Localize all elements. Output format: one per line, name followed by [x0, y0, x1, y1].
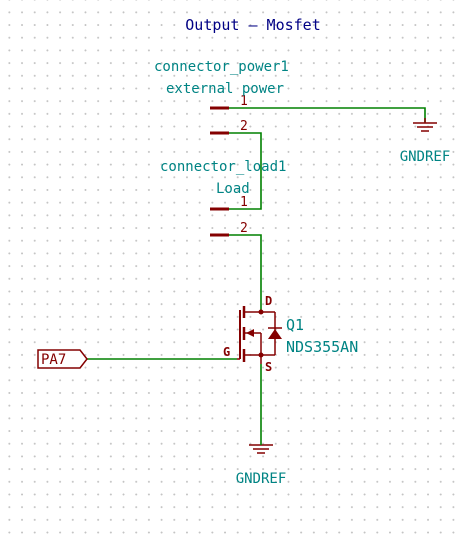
gnd-label-top[interactable]: GNDREF — [400, 149, 451, 165]
gnd-label-bottom[interactable]: GNDREF — [236, 471, 287, 487]
mosfet-pin-source: S — [265, 360, 272, 374]
wire-load-pin2-to-drain — [229, 234, 262, 310]
connector-power-symbol — [210, 106, 229, 135]
connector-load-pin-2-number: 2 — [240, 221, 248, 236]
wire-power-pin2-to-load-pin1 — [229, 132, 262, 210]
junction-drain — [258, 309, 264, 315]
wire-power-pin1-to-gnd — [229, 107, 426, 122]
gnd-symbol-top — [413, 118, 437, 132]
global-label-pa7-text: PA7 — [41, 352, 66, 368]
connector-power-pin-2-number: 2 — [240, 119, 248, 134]
mosfet-pin-gate: G — [223, 345, 230, 359]
connector-load-pin-1-number: 1 — [240, 195, 248, 210]
global-label-pa7[interactable]: PA7 — [37, 349, 88, 369]
sheet-title: Output – Mosfet — [185, 16, 320, 34]
mosfet-pin-drain: D — [265, 294, 272, 308]
mosfet-q1-symbol[interactable] — [237, 306, 282, 364]
connector-power-value[interactable]: external power — [166, 81, 284, 97]
wires — [86, 107, 426, 440]
mosfet-value[interactable]: NDS355AN — [286, 338, 358, 356]
mosfet-reference[interactable]: Q1 — [286, 316, 304, 334]
connector-power-reference[interactable]: connector_power1 — [154, 59, 289, 75]
connector-load-value[interactable]: Load — [216, 181, 250, 197]
gnd-symbol-bottom — [249, 444, 273, 454]
connector-load-symbol — [210, 207, 229, 237]
connector-power-pin-1-number: 1 — [240, 94, 248, 109]
junction-source — [258, 352, 264, 358]
connector-load-reference[interactable]: connector_load1 — [160, 159, 286, 175]
